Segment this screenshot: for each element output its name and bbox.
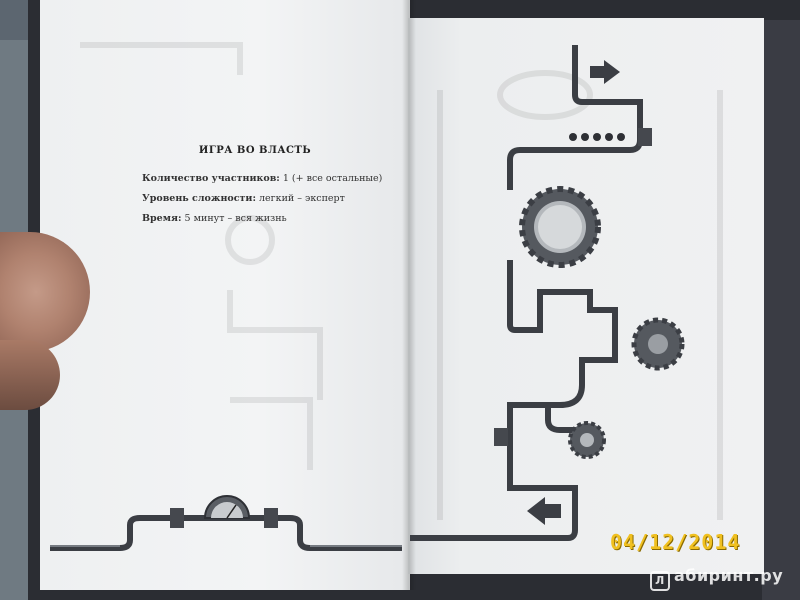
left-bottom-pipe (50, 495, 402, 551)
ghost-pipes-left (80, 42, 323, 470)
participants-label: Количество участников: (142, 173, 280, 184)
left-page (40, 0, 410, 590)
right-page (408, 18, 764, 574)
small-gear-icon (568, 421, 606, 459)
time-label: Время: (142, 213, 182, 224)
participants-value: 1 (+ все остальные) (282, 173, 383, 184)
watermark-text: абиринт.ру (674, 566, 784, 585)
time-value: 5 минут – вся жизнь (184, 213, 287, 224)
page-heading: ИГРА ВО ВЛАСТЬ (198, 145, 312, 156)
date-stamp: 04/12/2014 (610, 530, 741, 554)
hand-lower (0, 340, 60, 410)
right-valve-bottom (494, 428, 508, 446)
cover-edge (762, 20, 800, 600)
right-valve-top (638, 128, 652, 146)
difficulty-value: легкий – эксперт (259, 193, 345, 204)
arrow-right-icon (590, 60, 620, 84)
time-line: Время: 5 минут – вся жизнь (142, 213, 287, 224)
difficulty-line: Уровень сложности: легкий – эксперт (142, 193, 345, 204)
right-main-pipe (410, 45, 643, 541)
watermark-logo-icon: Л (650, 571, 670, 591)
arrow-left-icon (527, 497, 561, 525)
valve-right (264, 508, 278, 528)
participants-line: Количество участников: 1 (+ все остальны… (142, 173, 382, 184)
large-gear-icon (519, 186, 601, 268)
ghost-pipes-right (437, 70, 723, 520)
difficulty-label: Уровень сложности: (142, 193, 256, 204)
book-gutter (402, 0, 416, 590)
indicator-lights (569, 133, 625, 141)
medium-gear-icon (631, 317, 685, 371)
valve-left (170, 508, 184, 528)
